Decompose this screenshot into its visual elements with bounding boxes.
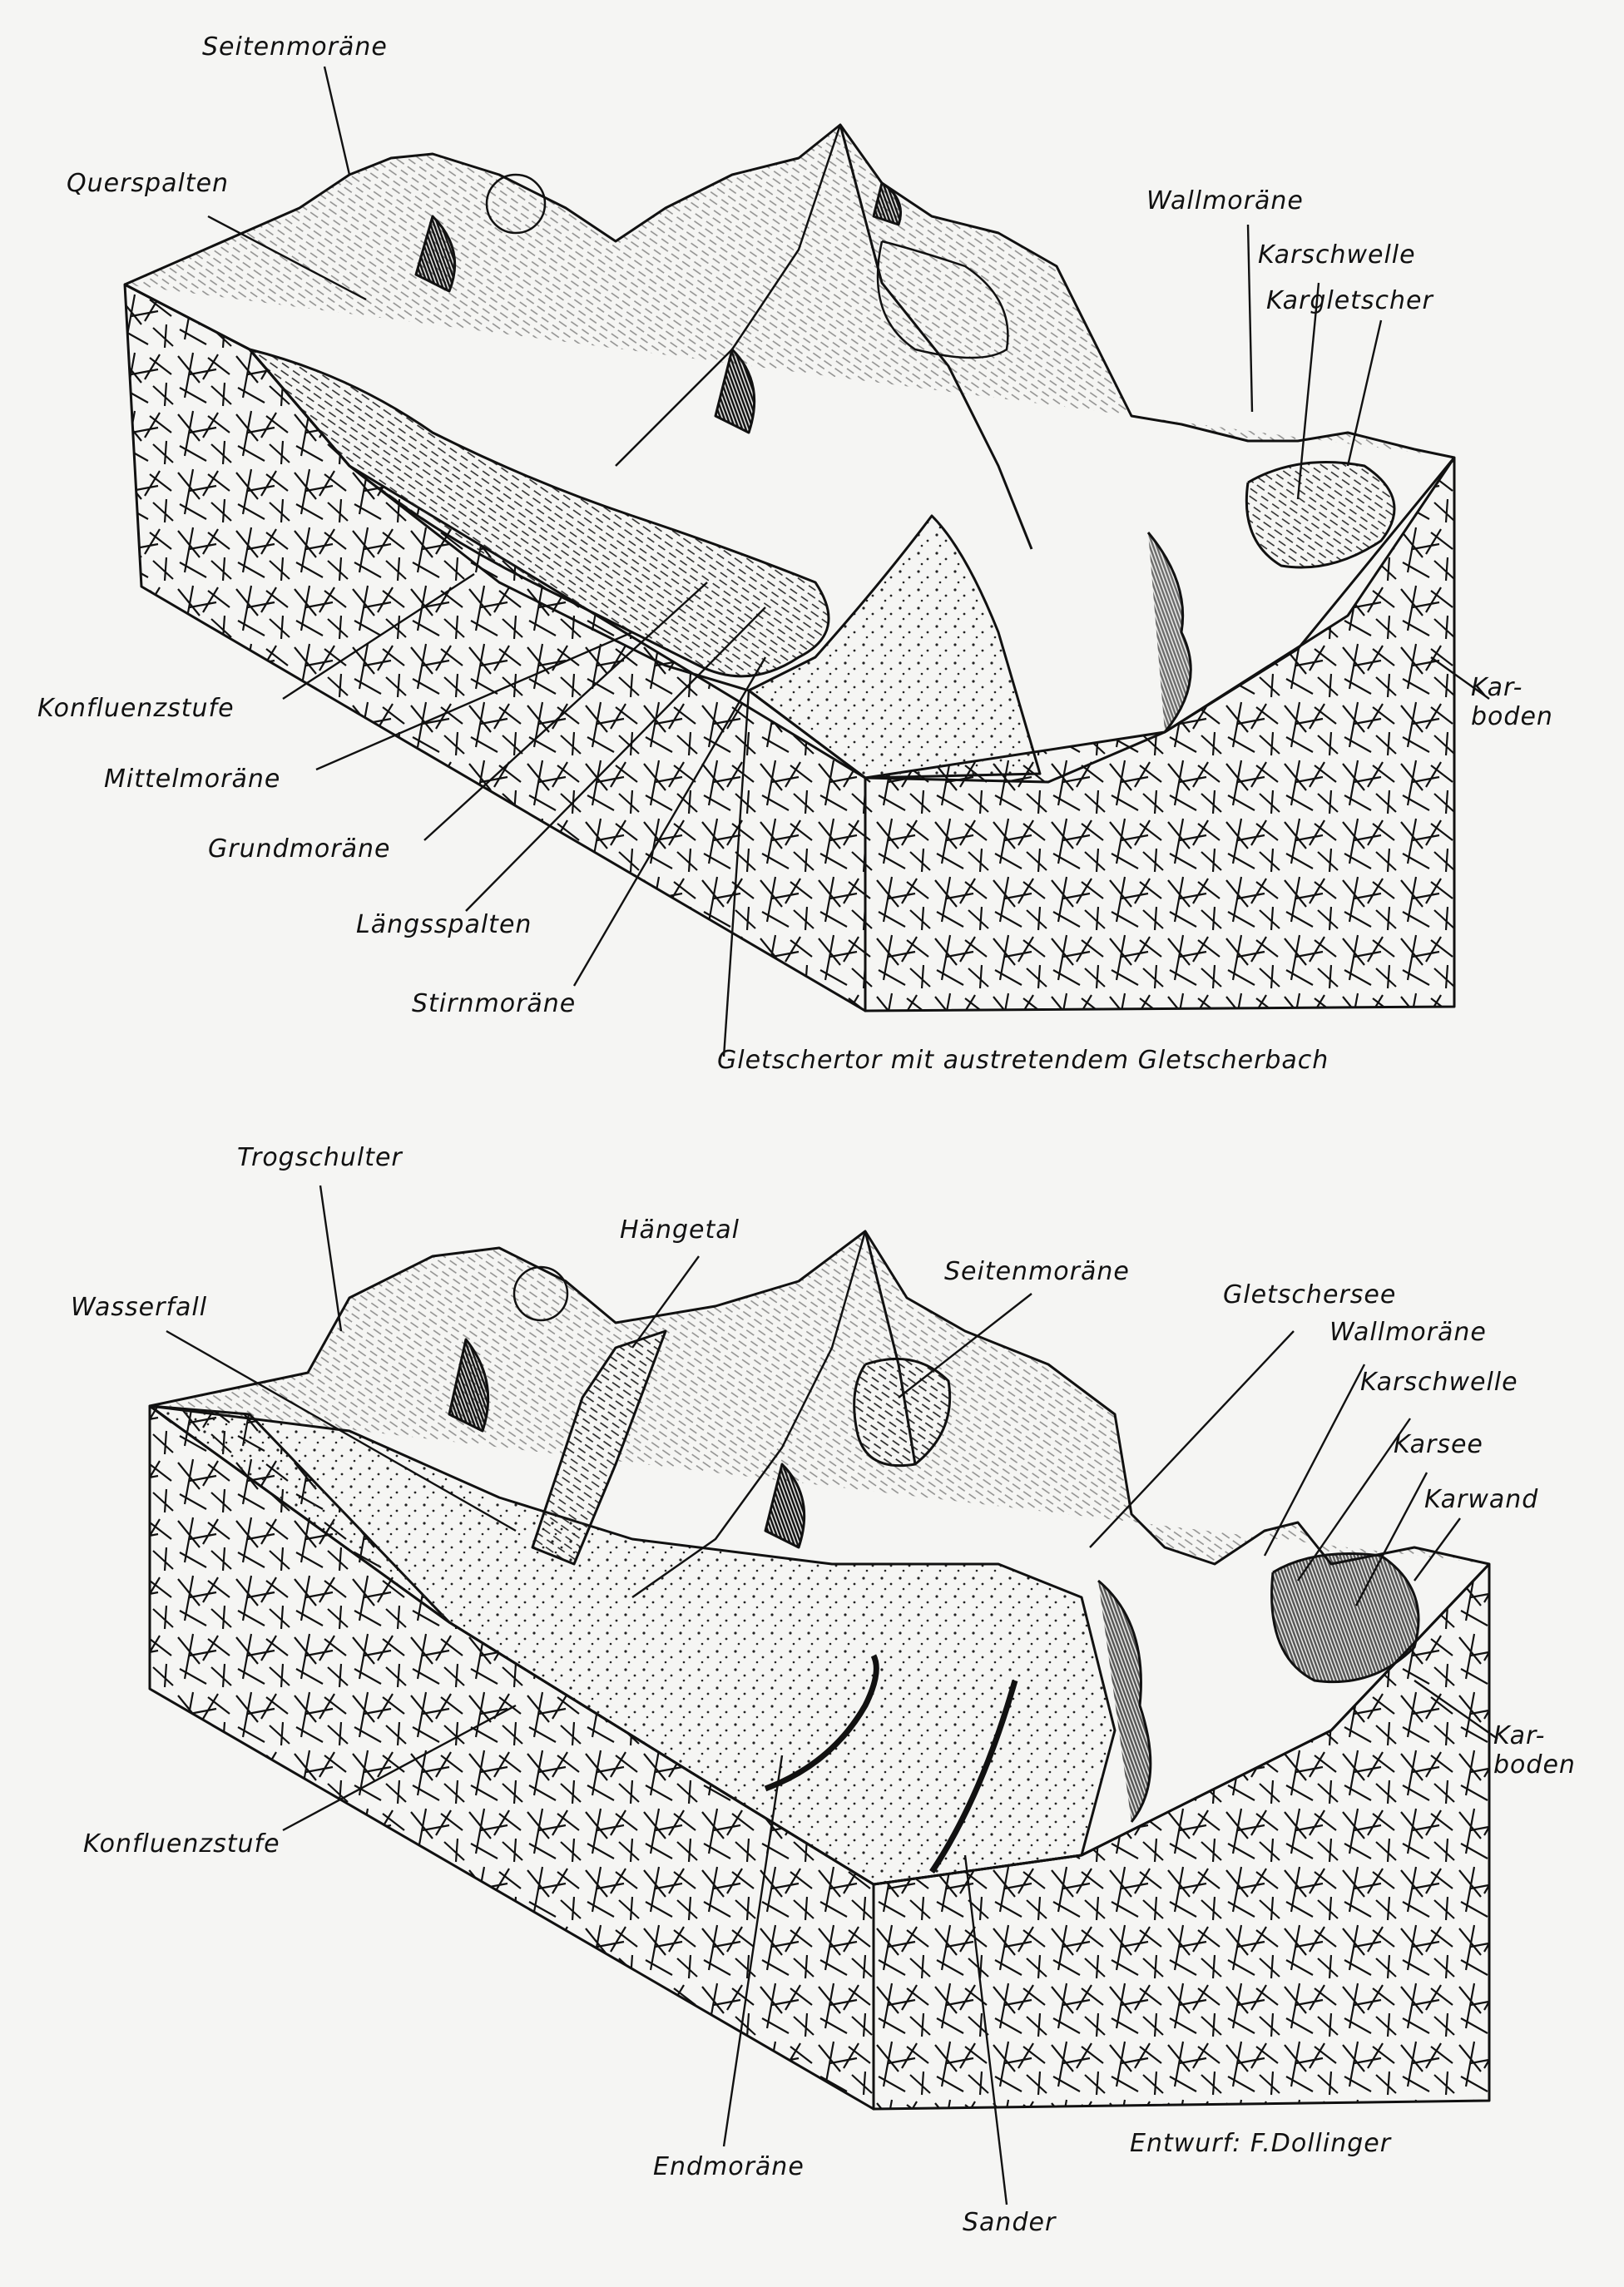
label-karsee: Karsee bbox=[1394, 1430, 1483, 1459]
top-outwash bbox=[747, 514, 1042, 780]
label-wallmoraene-bottom: Wallmoräne bbox=[1329, 1318, 1487, 1347]
label-gletschersee: Gletschersee bbox=[1223, 1280, 1397, 1309]
label-grundmoraene: Grundmoräne bbox=[208, 834, 391, 864]
label-trogschulter: Trogschulter bbox=[237, 1143, 403, 1172]
label-konfluenzstufe-top: Konfluenzstufe bbox=[37, 694, 235, 723]
bottom-leader-lines bbox=[166, 1185, 1498, 2205]
label-endmoraene: Endmoräne bbox=[653, 2152, 805, 2181]
label-mittelmoraene: Mittelmoräne bbox=[104, 765, 281, 794]
label-karschwelle-top: Karschwelle bbox=[1258, 240, 1416, 270]
bottom-glacier-lake bbox=[853, 1357, 952, 1468]
top-glacier-tongue bbox=[248, 348, 830, 678]
label-karboden-bottom: Kar- boden bbox=[1493, 1721, 1576, 1780]
label-laengsspalten: Längsspalten bbox=[356, 910, 532, 939]
label-haengetal: Hängetal bbox=[620, 1215, 740, 1245]
bottom-valley-floor bbox=[148, 1404, 1116, 1886]
bottom-block-diagram bbox=[148, 1230, 1491, 2111]
label-wasserfall: Wasserfall bbox=[71, 1293, 208, 1322]
label-gletschertor: Gletschertor mit austretendem Gletscherb… bbox=[717, 1046, 1329, 1075]
label-credit: Entwurf: F.Dollinger bbox=[1130, 2129, 1392, 2158]
label-sander: Sander bbox=[963, 2208, 1057, 2237]
label-querspalten: Querspalten bbox=[67, 169, 230, 198]
label-karwand: Karwand bbox=[1424, 1485, 1539, 1514]
label-kargletscher: Kargletscher bbox=[1266, 286, 1433, 315]
top-leader-lines bbox=[207, 66, 1490, 1057]
label-konfluenzstufe-bottom: Konfluenzstufe bbox=[83, 1829, 280, 1859]
label-karschwelle-bottom: Karschwelle bbox=[1360, 1368, 1518, 1397]
label-seitenmoraene-top: Seitenmoräne bbox=[202, 32, 388, 62]
bottom-mountain-ridge bbox=[149, 1230, 1490, 1566]
bottom-end-moraine bbox=[764, 1654, 879, 1792]
label-seitenmoraene-bottom: Seitenmoräne bbox=[944, 1257, 1130, 1286]
bottom-cirque-lake bbox=[1270, 1552, 1420, 1684]
top-cirque-glacier bbox=[1245, 461, 1396, 569]
label-karboden-top: Kar- boden bbox=[1471, 673, 1553, 731]
bottom-hanging-valley bbox=[531, 1329, 667, 1566]
label-stirnmoraene: Stirnmoräne bbox=[412, 989, 577, 1018]
label-wallmoraene-top: Wallmoräne bbox=[1146, 186, 1304, 215]
top-block-diagram bbox=[123, 123, 1456, 1012]
